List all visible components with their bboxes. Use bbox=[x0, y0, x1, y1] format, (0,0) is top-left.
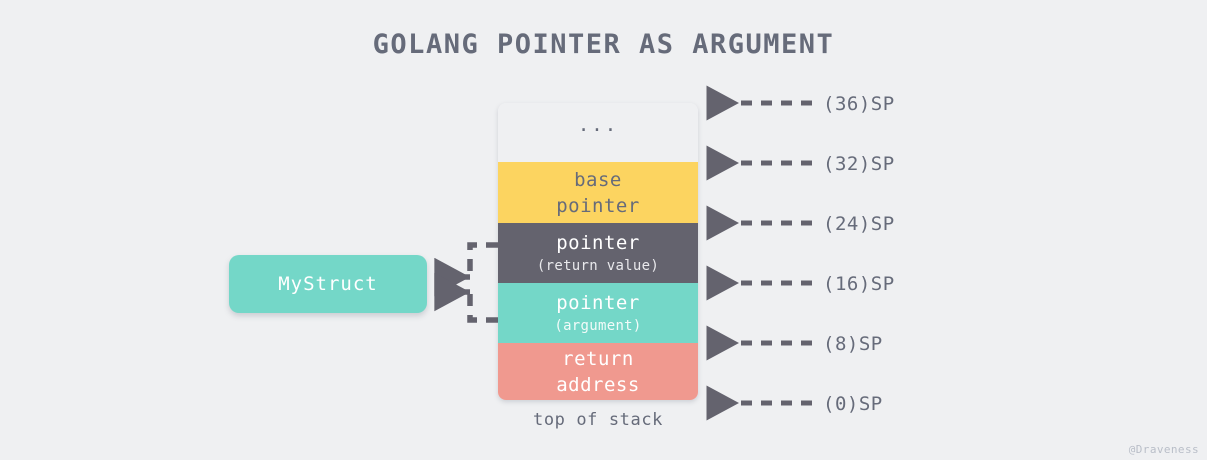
stack-cell-pointer-argument-label: pointer bbox=[556, 292, 640, 314]
stack-cell-pointer-return-value-sublabel: (return value) bbox=[536, 258, 660, 274]
stack-cell-return-address-label: return address bbox=[556, 347, 640, 396]
sp-label-8: (8)SP bbox=[823, 333, 883, 355]
mystruct-label: MyStruct bbox=[278, 273, 378, 295]
watermark: @Draveness bbox=[1128, 443, 1199, 456]
stack-cell-base-pointer: base pointer bbox=[498, 162, 698, 223]
stack-cell-ellipsis: ··· bbox=[498, 103, 698, 162]
stack-cell-pointer-argument-sublabel: (argument) bbox=[554, 318, 642, 334]
stack-cell-pointer-return-value-label: pointer bbox=[556, 232, 640, 254]
pointer-link-return-value bbox=[467, 242, 498, 277]
sp-label-36: (36)SP bbox=[823, 93, 895, 115]
top-of-stack-caption: top of stack bbox=[532, 410, 664, 430]
stack-cell-ellipsis-label: ··· bbox=[577, 118, 619, 141]
stack-cell-base-pointer-label: base pointer bbox=[556, 168, 640, 217]
page-title: GOLANG POINTER AS ARGUMENT bbox=[372, 29, 835, 60]
sp-label-24: (24)SP bbox=[823, 213, 895, 235]
pointer-link-argument bbox=[467, 292, 498, 323]
stack-cell-pointer-return-value: pointer (return value) bbox=[498, 223, 698, 283]
sp-label-16: (16)SP bbox=[823, 273, 895, 295]
stack-frame: ··· base pointer pointer (return value) … bbox=[498, 103, 698, 400]
sp-label-0: (0)SP bbox=[823, 393, 883, 415]
mystruct-box: MyStruct bbox=[229, 255, 427, 313]
stack-cell-pointer-argument: pointer (argument) bbox=[498, 283, 698, 343]
stack-cell-return-address: return address bbox=[498, 343, 698, 400]
sp-label-32: (32)SP bbox=[823, 153, 895, 175]
